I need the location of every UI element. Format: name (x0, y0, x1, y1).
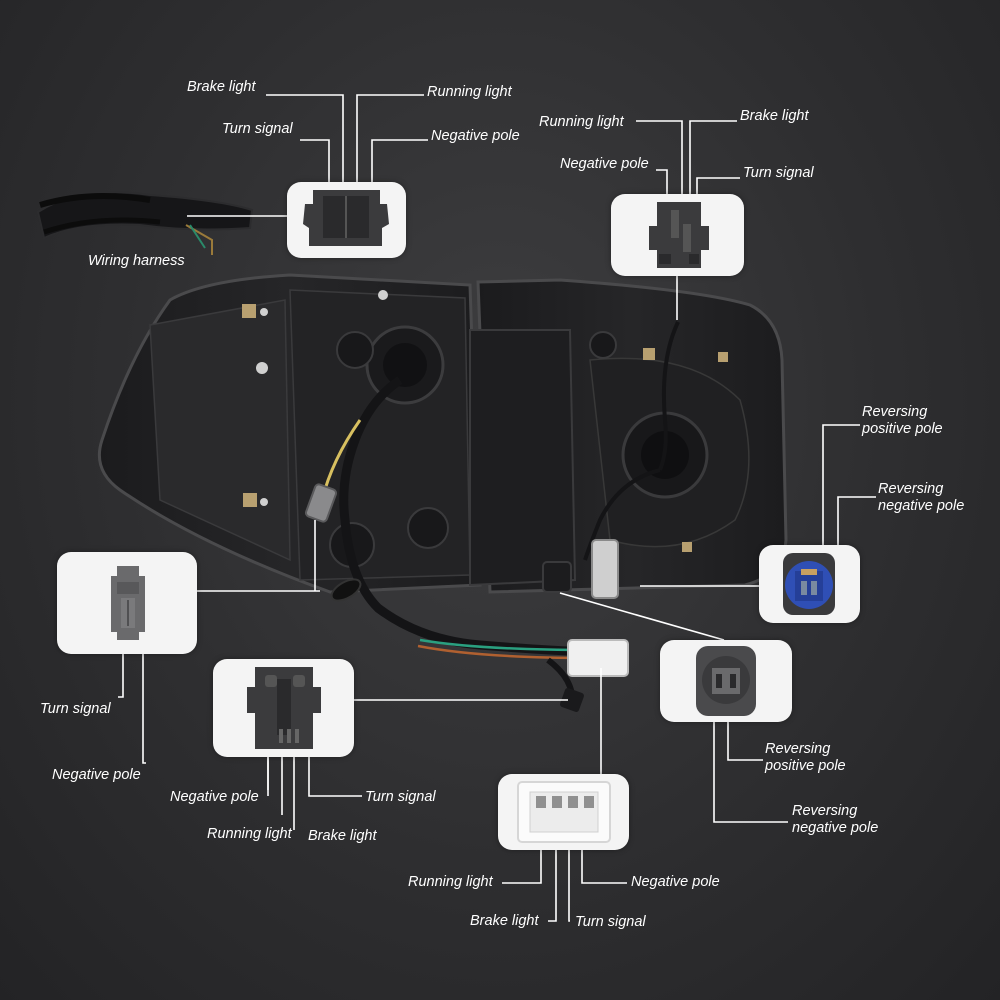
label-bottom-center-running-light: Running light (408, 874, 493, 890)
label-bottom-center-negative-pole: Negative pole (631, 874, 720, 890)
label-top-left-turn-signal: Turn signal (222, 121, 293, 137)
label-top-right-turn-signal: Turn signal (743, 165, 814, 181)
callout-bottom-white-connector (498, 774, 629, 850)
label-top-right-running-light: Running light (539, 114, 624, 130)
label-top-left-running-light: Running light (427, 84, 512, 100)
label-top-right-negative-pole: Negative pole (560, 156, 649, 172)
label-top-left-brake-light: Brake light (187, 79, 256, 95)
label-bottom-left-turn-signal: Turn signal (365, 789, 436, 805)
label-bottom-center-brake-light: Brake light (470, 913, 539, 929)
label-wiring-harness: Wiring harness (88, 253, 185, 269)
callout-left-gray-connector (57, 552, 197, 654)
label-top-left-negative-pole: Negative pole (431, 128, 520, 144)
label-reversing-positive-bottom: Reversing positive pole (765, 741, 846, 774)
callout-reversing-blue-connector (759, 545, 860, 623)
callout-bottom-left-connector (213, 659, 354, 757)
label-bottom-left-running-light: Running light (207, 826, 292, 842)
label-bottom-left-negative-pole: Negative pole (170, 789, 259, 805)
label-top-right-brake-light: Brake light (740, 108, 809, 124)
label-bottom-center-turn-signal: Turn signal (575, 914, 646, 930)
label-bottom-left-brake-light: Brake light (308, 828, 377, 844)
callout-reversing-gray-connector (660, 640, 792, 722)
label-reversing-positive-top: Reversing positive pole (862, 404, 943, 437)
label-reversing-negative-bottom: Reversing negative pole (792, 803, 879, 836)
callout-top-left-connector (287, 182, 406, 258)
label-left-turn-signal: Turn signal (40, 701, 111, 717)
label-left-negative-pole: Negative pole (52, 767, 141, 783)
leader-lines (118, 94, 876, 922)
callout-top-right-connector (611, 194, 744, 276)
wiring-harness (36, 191, 254, 240)
label-reversing-negative-top: Reversing negative pole (878, 481, 965, 514)
